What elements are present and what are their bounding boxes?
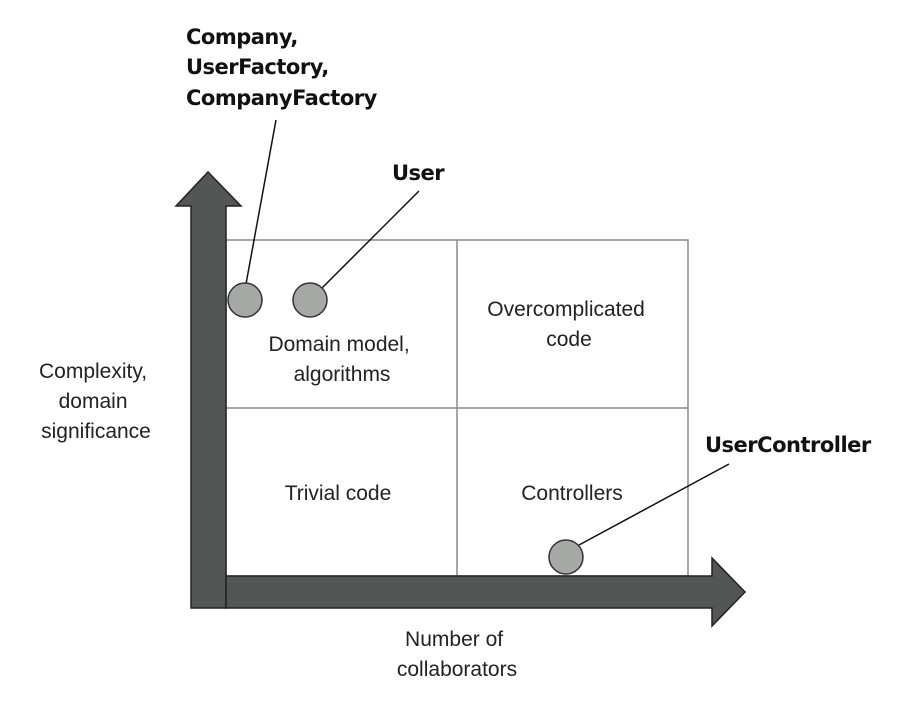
leader-line-company-factories: [245, 119, 277, 285]
x-axis-arrow: [225, 556, 747, 628]
x-axis-label: Number of collaborators: [397, 628, 517, 681]
callout-user-controller: UserController: [705, 433, 872, 457]
y-axis-arrow: [174, 170, 243, 609]
quadrant-label-bottom-left: Trivial code: [285, 482, 392, 505]
leader-line-user: [321, 190, 420, 289]
quadrant-label-top-left: Domain model, algorithms: [268, 333, 415, 386]
callout-company-factories: Company, UserFactory, CompanyFactory: [186, 25, 378, 110]
dot-company-factories: [227, 282, 263, 318]
dot-user: [292, 282, 328, 318]
dot-user-controller: [548, 539, 584, 575]
y-axis-label: Complexity, domain significance: [39, 360, 153, 443]
quadrant-label-top-right: Overcomplicated code: [487, 298, 650, 351]
callout-user: User: [392, 161, 445, 185]
leader-line-user-controller: [578, 463, 730, 546]
quadrant-label-bottom-right: Controllers: [521, 482, 623, 505]
